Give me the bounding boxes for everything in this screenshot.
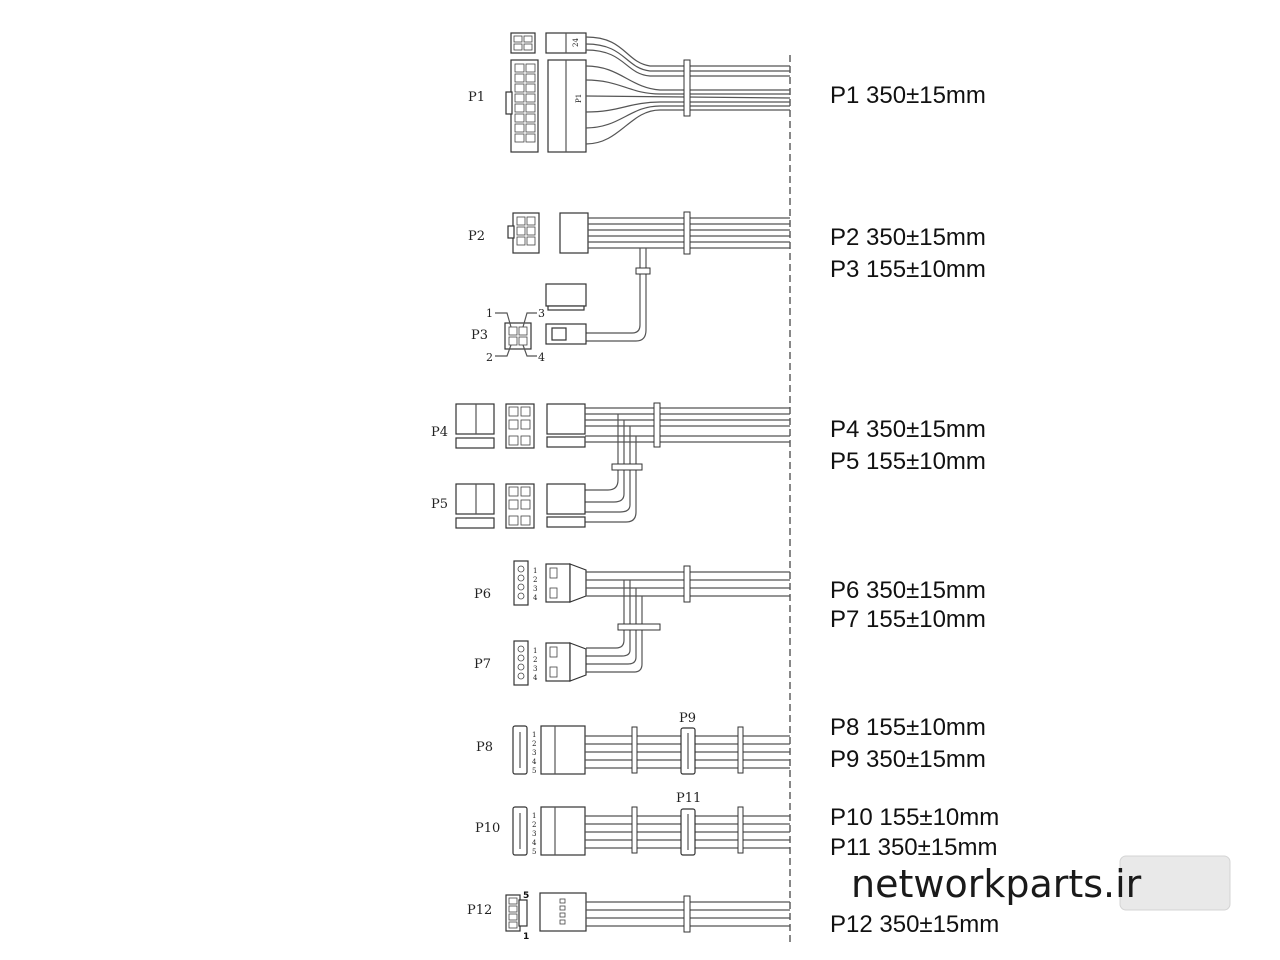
p8-cable-tie-2 [737,726,744,774]
p9-length-spec: P9 350±15mm [830,746,986,773]
p1-main-plug [547,59,587,153]
p10-pin-5: 5 [532,848,536,856]
p1-pin-label-24: 24 [572,38,580,47]
p8-length-spec: P8 155±10mm [830,714,986,741]
p7-pin-2: 2 [533,656,537,664]
p10-pin-4: 4 [532,839,537,847]
p2-length-spec: P2 350±15mm [830,224,986,251]
p10-cable-tie-1 [631,806,638,854]
p10-label: P10 [475,821,500,836]
p7-pin-1: 1 [533,647,537,655]
p6-pin-1: 1 [533,567,537,575]
p8-label: P8 [476,740,493,755]
p12-length-spec: P12 350±15mm [830,911,999,938]
p6-label: P6 [474,587,491,602]
p1-plug-tag: P1 [575,94,583,103]
p6-molex-plug [545,563,571,603]
p3-pin-4: 4 [538,351,545,364]
p7-pin-4: 4 [533,674,538,682]
p12-pin-1: 1 [523,932,529,942]
p8-cable-tie-1 [631,726,638,774]
p1-length-spec: P1 350±15mm [830,82,986,109]
p8-pin-4: 4 [532,758,537,766]
p10-cable-tie-2 [737,806,744,854]
p8-sata-plug [540,725,586,775]
p8-pin-1: 1 [532,731,536,739]
p10-pin-3: 3 [532,830,536,838]
p1-pin-grid [514,63,536,143]
p12-pin-5: 5 [523,891,529,901]
p7-length-spec: P7 155±10mm [830,606,986,633]
p6-pin-3: 3 [533,585,537,593]
p7-pin-3: 3 [533,665,537,673]
p5-length-spec: P5 155±10mm [830,448,986,475]
p4-length-spec: P4 350±15mm [830,416,986,443]
p2-p3-group: P2 1 2 3 4 P3 P2 350±15mm P3 155±10mm [468,211,986,364]
p8-p9-group: 1 2 3 4 5 P8 P9 P8 155±10mm P9 350±15mm [476,711,986,775]
p6-pin-2: 2 [533,576,537,584]
p3-pin-1: 1 [486,307,493,320]
p7-molex-plug [545,642,571,682]
p12-group: 5 1 P12 P12 350±15mm [467,891,999,942]
p1-label: P1 [468,90,485,105]
p7-label: P7 [474,657,491,672]
p3-pin-2: 2 [486,351,493,364]
p9-label: P9 [679,711,696,726]
p8-pin-5: 5 [532,767,536,775]
p2-plug [559,212,589,254]
p1-group: 24 P1 P1 P1 350±15mm [468,32,986,153]
p7-side-connector [513,640,529,686]
p4-plug [546,403,586,435]
p11-length-spec: P11 350±15mm [830,834,997,861]
p2-cable-tie [683,211,691,255]
p4-side-connector [455,403,495,435]
p8-pin-3: 3 [532,749,536,757]
p7-cable-tie [617,623,661,631]
p5-side-connector [455,483,495,515]
p6-length-spec: P6 350±15mm [830,577,986,604]
p3-length-spec: P3 155±10mm [830,256,986,283]
p3-pin-3: 3 [538,307,545,320]
p5-plug [546,483,586,515]
p11-label: P11 [676,791,701,806]
p10-pin-2: 2 [532,821,536,829]
p12-cable-tie [683,895,691,933]
p3-cable-tie [635,267,651,275]
p4-cable-tie [653,402,661,448]
p6-p7-group: 1 2 3 4 P6 1 2 3 4 P7 P6 350±15mm P7 155… [474,560,986,686]
p4-p5-group: P4 P5 P4 350±15mm P5 155±10mm [431,402,986,529]
p6-cable-tie [683,565,691,603]
p8-pin-2: 2 [532,740,536,748]
watermark: networkparts.ir [851,855,1231,911]
watermark-text: networkparts.ir [851,862,1142,906]
p10-length-spec: P10 155±10mm [830,804,999,831]
p3-label: P3 [471,328,488,343]
watermark-box [1119,855,1231,911]
p5-cable-tie [611,463,643,471]
p6-side-connector [513,560,529,606]
p4-label: P4 [431,425,448,440]
p10-p11-group: 1 2 3 4 5 P10 P11 P10 155±10mm P11 350±1… [475,791,999,861]
p5-label: P5 [431,497,448,512]
p3-top-plug [545,283,587,307]
p6-pin-4: 4 [533,594,538,602]
p10-pin-1: 1 [532,812,536,820]
p2-label: P2 [468,229,485,244]
p10-sata-plug [540,806,586,856]
p12-label: P12 [467,903,492,918]
p1-cable-tie [683,59,691,117]
